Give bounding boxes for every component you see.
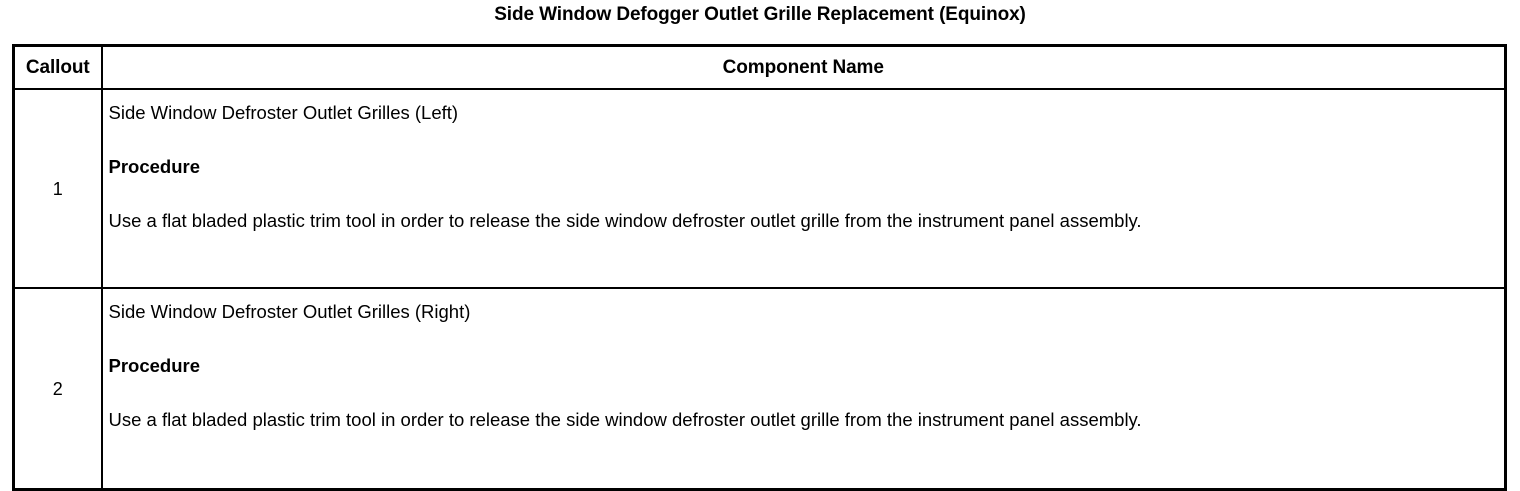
component-cell: Side Window Defroster Outlet Grilles (Ri… xyxy=(100,287,1507,491)
procedure-heading: Procedure xyxy=(108,355,201,376)
callout-number: 2 xyxy=(12,287,103,491)
component-name-text: Side Window Defroster Outlet Grilles (Le… xyxy=(108,102,459,123)
component-table: Callout Component Name 1 Side Window Def… xyxy=(12,44,1507,491)
column-header-callout: Callout xyxy=(12,44,103,90)
table-header-row: Callout Component Name xyxy=(12,44,1507,90)
column-header-component-name: Component Name xyxy=(100,44,1507,90)
procedure-text: Use a flat bladed plastic trim tool in o… xyxy=(108,409,1142,430)
table-body: 1 Side Window Defroster Outlet Grilles (… xyxy=(12,88,1507,491)
callout-number: 1 xyxy=(12,88,103,289)
page-title: Side Window Defogger Outlet Grille Repla… xyxy=(494,4,1026,25)
procedure-heading: Procedure xyxy=(108,156,201,177)
component-name-text: Side Window Defroster Outlet Grilles (Ri… xyxy=(108,301,471,322)
component-cell: Side Window Defroster Outlet Grilles (Le… xyxy=(100,88,1507,289)
procedure-text: Use a flat bladed plastic trim tool in o… xyxy=(108,210,1142,231)
table-header: Callout Component Name xyxy=(12,44,1507,90)
document-page: Side Window Defogger Outlet Grille Repla… xyxy=(12,4,1507,491)
table-row: 1 Side Window Defroster Outlet Grilles (… xyxy=(12,88,1507,289)
table-row: 2 Side Window Defroster Outlet Grilles (… xyxy=(12,287,1507,491)
